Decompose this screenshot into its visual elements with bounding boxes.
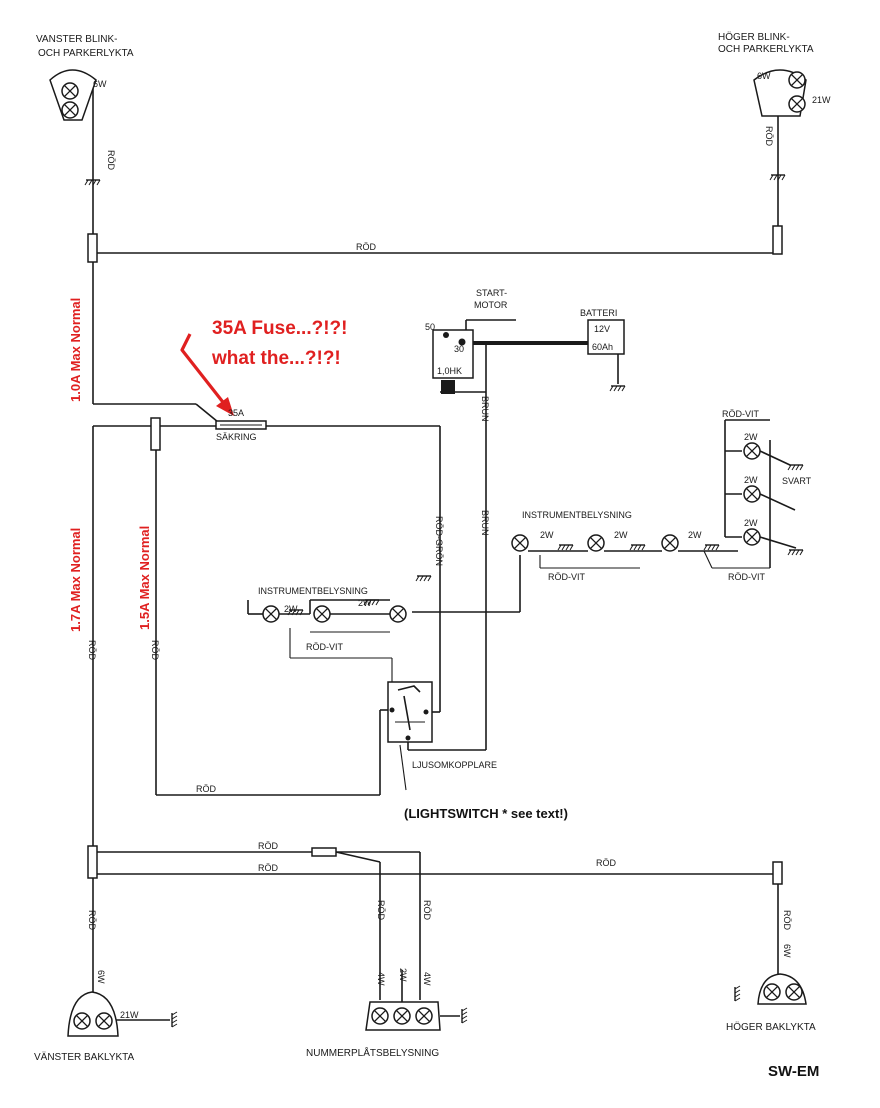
fuse	[215, 420, 267, 430]
label-left-blinker: VANSTER BLINK-	[36, 34, 118, 45]
label-instr-right-2w-1: 2W	[540, 530, 554, 540]
label-battery-voltage: 12V	[594, 324, 610, 334]
label-right-tail: HÖGER BAKLYKTA	[726, 1021, 816, 1033]
label-battery-capacity: 60Ah	[592, 342, 613, 352]
left-blinker-lamp	[49, 69, 101, 186]
label-brun-1: BRUN	[480, 396, 490, 422]
label-instr-left-2w-1: 2W	[284, 604, 298, 614]
label-instrument-left: INSTRUMENTBELYSNING	[258, 586, 368, 596]
label-rod-vit-right: RÖD-VIT	[728, 572, 766, 582]
label-fuse-rating: 35A	[228, 408, 244, 418]
label-instrument-right: INSTRUMENTBELYSNING	[522, 510, 632, 520]
right-blinker-lamp	[753, 69, 807, 181]
right-tail-lamp	[734, 973, 807, 1005]
label-cluster-2w-2: 2W	[744, 475, 758, 485]
label-rod-bus-2: RÖD	[258, 863, 279, 873]
label-left-tail-6w: 6W	[96, 970, 106, 984]
label-plate-4w-1: 4W	[376, 972, 386, 986]
label-right-blinker-2: OCH PARKERLYKTA	[718, 44, 814, 55]
signature: SW-EM	[768, 1063, 819, 1080]
amp-note-2: 1.7A Max Normal	[68, 528, 83, 632]
diagram-labels: VANSTER BLINK- OCH PARKERLYKTA HÖGER BLI…	[34, 31, 831, 1063]
label-terminal-30: 30	[454, 344, 464, 354]
label-start-motor: START-	[476, 288, 507, 298]
label-right-blinker-21w: 21W	[812, 95, 831, 105]
label-rod-right-top: RÖD	[764, 126, 774, 147]
fuse-note-line-2: what the...?!?!	[211, 348, 341, 369]
left-tail-lamp	[67, 991, 178, 1037]
label-fuse-name: SÄKRING	[216, 432, 257, 442]
label-plate-4w-2: 4W	[422, 972, 432, 986]
amp-note-1: 1.0A Max Normal	[68, 298, 83, 402]
label-svart: SVART	[782, 476, 812, 486]
label-instr-left-2w-2: 2W	[358, 598, 372, 608]
amp-note-3: 1.5A Max Normal	[137, 526, 152, 630]
fuse-note-line-1: 35A Fuse...?!?!	[212, 318, 347, 339]
label-left-blinker-6w: 6W	[93, 79, 107, 89]
label-rod-mid: RÖD	[150, 640, 160, 661]
label-start-motor-2: MOTOR	[474, 300, 508, 310]
label-rod-vit-mid: RÖD-VIT	[548, 572, 586, 582]
label-cluster-2w-3: 2W	[744, 518, 758, 528]
label-relay: 1,0HK	[437, 366, 462, 376]
label-rod-gron: RÖD-GRÖN	[434, 516, 444, 566]
label-rod-left: RÖD	[87, 640, 97, 661]
lightswitch-note: (LIGHTSWITCH * see text!)	[404, 806, 568, 821]
label-right-tail-6w: 6W	[782, 944, 792, 958]
right-lamp-cluster	[743, 442, 804, 556]
label-cluster-2w-1: 2W	[744, 432, 758, 442]
label-left-blinker-2: OCH PARKERLYKTA	[38, 48, 134, 59]
label-light-switch: LJUSOMKOPPLARE	[412, 760, 497, 770]
label-rod-plate-2: RÖD	[422, 900, 432, 921]
label-rod-switch: RÖD	[196, 784, 217, 794]
connectors	[87, 225, 783, 885]
label-rod-left-top: RÖD	[106, 150, 116, 171]
label-right-blinker-6w: 6W	[757, 71, 771, 81]
label-rod-bus-3: RÖD	[596, 858, 617, 868]
label-battery: BATTERI	[580, 308, 617, 318]
left-instrument-lamps	[262, 575, 432, 623]
label-instr-right-2w-2: 2W	[614, 530, 628, 540]
label-rod-vit-top: RÖD-VIT	[722, 409, 760, 419]
annotations: 35A Fuse...?!?! what the...?!?! 1.0A Max…	[68, 298, 819, 1080]
label-left-tail-21w: 21W	[120, 1010, 139, 1020]
label-rod-top: RÖD	[356, 242, 377, 252]
label-rod-right-bottom: RÖD	[782, 910, 792, 931]
fuse-annotation-arrow	[180, 333, 234, 416]
label-left-tail: VÄNSTER BAKLYKTA	[34, 1051, 135, 1063]
light-switch	[387, 681, 433, 791]
label-plate-2w: 2W	[398, 968, 408, 982]
label-number-plate: NUMMERPLÅTSBELYSNING	[306, 1046, 439, 1059]
label-terminal-50: 50	[425, 322, 435, 332]
label-rod-bus-1: RÖD	[258, 841, 279, 851]
label-instr-right-2w-3: 2W	[688, 530, 702, 540]
label-brun-2: BRUN	[480, 510, 490, 536]
battery	[587, 319, 626, 392]
label-rod-vit-left: RÖD-VIT	[306, 642, 344, 652]
number-plate-lamp	[365, 970, 468, 1031]
start-motor	[432, 329, 474, 394]
label-right-blinker: HÖGER BLINK-	[718, 31, 790, 43]
label-rod-plate-1: RÖD	[376, 900, 386, 921]
label-rod-left-bottom: RÖD	[87, 910, 97, 931]
